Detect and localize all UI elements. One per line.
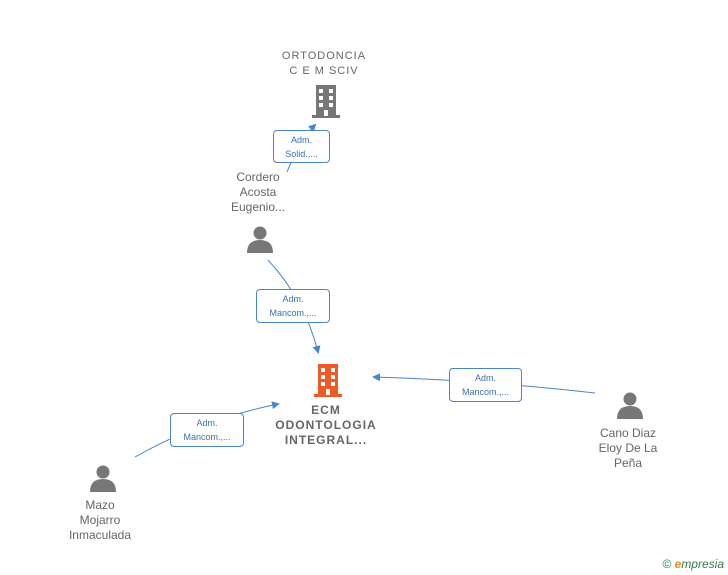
person-label-cordero: Cordero Acosta Eugenio... [208, 170, 308, 215]
person-name-line: Eloy De La [598, 441, 658, 455]
person-name-line: Inmaculada [68, 528, 132, 542]
person-name-line: Mazo [85, 498, 115, 512]
person-name-line: Eugenio... [230, 200, 286, 214]
edge-role: Adm. [290, 135, 312, 145]
person-name-line: Acosta [239, 185, 277, 199]
company-name-line: ECM [311, 403, 341, 417]
company-label-ortodoncia: ORTODONCIA C E M SCIV [264, 49, 384, 79]
edge-role-detail: Solid.,... [285, 149, 318, 159]
person-label-mazo: Mazo Mojarro Inmaculada [50, 498, 150, 543]
edge-label-cordero-ortodoncia[interactable]: Adm. Solid.,... [273, 130, 330, 163]
copyright-symbol: © [662, 557, 672, 571]
person-icon[interactable] [89, 464, 117, 492]
person-icon[interactable] [246, 225, 274, 253]
brand-name: mpresia [681, 557, 724, 571]
edge-role: Adm. [282, 294, 304, 304]
person-name-line: Cano Diaz [599, 426, 657, 440]
company-name-line: INTEGRAL... [284, 433, 368, 447]
company-name-line: ODONTOLOGIA [275, 418, 377, 432]
edge-label-mazo-ecm[interactable]: Adm. Mancom.,... [170, 413, 244, 447]
person-label-cano: Cano Diaz Eloy De La Peña [578, 426, 678, 471]
edge-role-detail: Mancom.,... [183, 432, 231, 442]
company-name-line: C E M SCIV [289, 65, 359, 77]
main-building-icon[interactable] [312, 362, 344, 398]
edge-role-detail: Mancom.,... [461, 387, 509, 397]
edge-label-cano-ecm[interactable]: Adm. Mancom.,... [449, 368, 522, 402]
person-name-line: Mojarro [79, 513, 121, 527]
person-icon[interactable] [616, 391, 644, 419]
brand-initial: e [674, 557, 682, 571]
building-icon[interactable] [310, 83, 342, 119]
edge-role-detail: Mancom.,... [269, 308, 317, 318]
edge-label-cordero-ecm[interactable]: Adm. Mancom.,... [256, 289, 330, 323]
edge-role: Adm. [196, 418, 218, 428]
main-company-label: ECM ODONTOLOGIA INTEGRAL... [266, 403, 386, 448]
person-name-line: Peña [613, 456, 643, 470]
brand-logo: © empresia [662, 557, 724, 571]
person-name-line: Cordero [236, 170, 280, 184]
company-name-line: ORTODONCIA [281, 50, 367, 62]
edge-role: Adm. [474, 373, 496, 383]
